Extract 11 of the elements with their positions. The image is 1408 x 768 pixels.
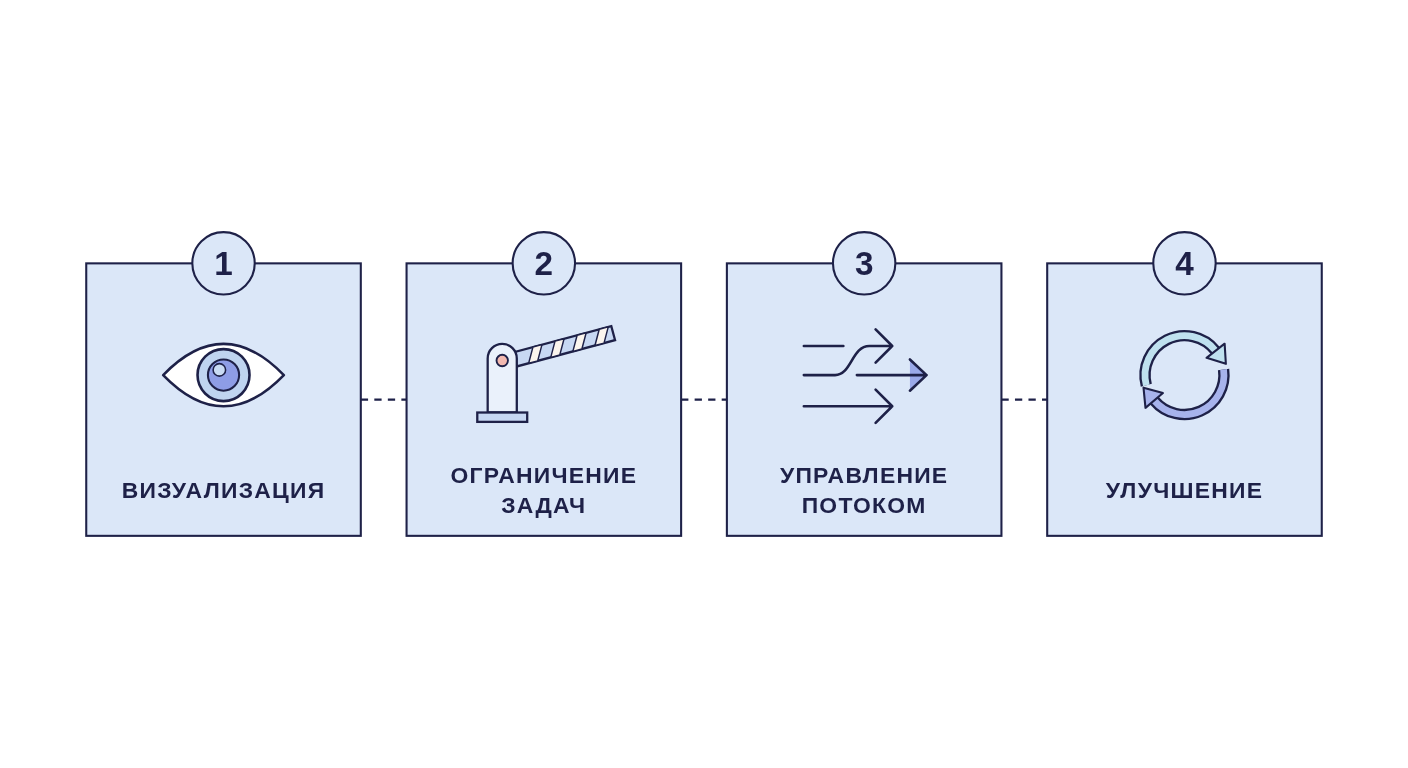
dashed-connector — [360, 398, 407, 401]
step-number: 4 — [1175, 246, 1194, 280]
step-number: 2 — [534, 246, 554, 280]
step-number: 1 — [214, 246, 233, 280]
step-number: 3 — [854, 246, 874, 280]
step-title: ВИЗУАЛИЗАЦИЯ — [121, 476, 326, 506]
step-title: ОГРАНИЧЕНИЕ ЗАДАЧ — [449, 461, 639, 521]
dashed-connector — [681, 398, 727, 401]
dashed-connector — [1001, 398, 1048, 401]
step-title: УЛУЧШЕНИЕ — [1105, 476, 1264, 506]
step-title: УПРАВЛЕНИЕ ПОТОКОМ — [778, 461, 950, 521]
